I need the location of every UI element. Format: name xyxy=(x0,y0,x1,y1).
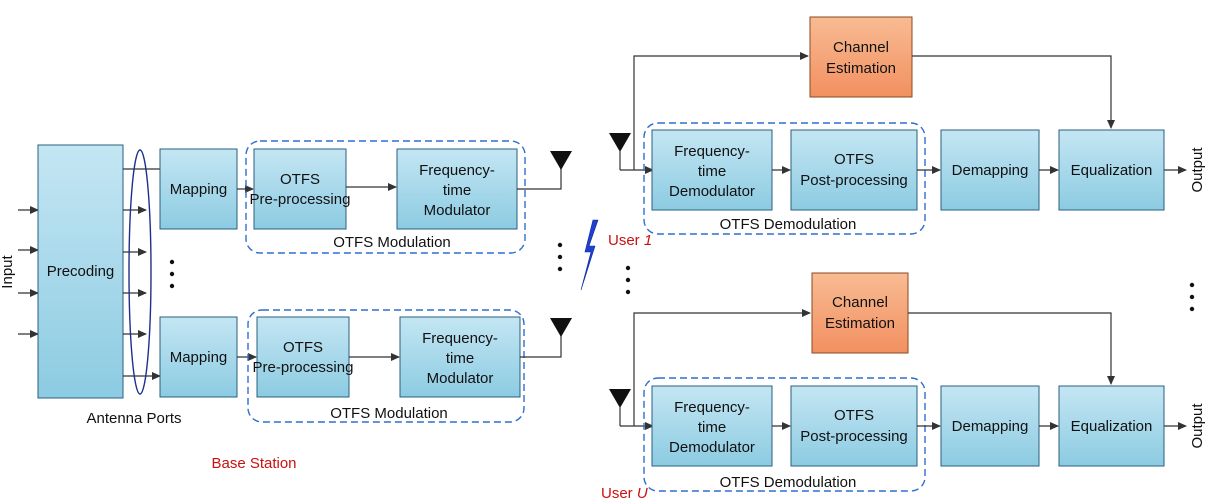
demapping-label: Demapping xyxy=(952,162,1029,179)
demodulator-line2: time xyxy=(698,419,726,436)
demodulator-line1: Frequency- xyxy=(674,143,750,160)
ft-modulator-block xyxy=(396,148,518,230)
equalization-label: Equalization xyxy=(1071,162,1153,179)
output-label: Output xyxy=(1189,147,1206,193)
user-1-receiver: Channel Estimation Frequency- time Demod… xyxy=(608,16,1206,249)
tx-antenna-icon xyxy=(550,151,572,170)
modulator-line1: Frequency- xyxy=(419,162,495,179)
channel-estimation-line1: Channel xyxy=(833,39,889,56)
tx-chain-n: Mapping OTFS Pre-processing Frequency- t… xyxy=(159,309,572,423)
postprocessing-line1: OTFS xyxy=(834,407,874,424)
precoding-block: Precoding xyxy=(37,144,124,399)
antenna-ports-ellipse xyxy=(128,149,152,395)
channel-estimation-block xyxy=(811,272,909,354)
otfs-postprocessing-block xyxy=(790,385,918,467)
mapping-block xyxy=(159,316,238,398)
preprocessing-line1: OTFS xyxy=(280,171,320,188)
tx-chain-1: Mapping OTFS Pre-processing Frequency- t… xyxy=(159,140,572,254)
otfs-demodulation-group xyxy=(643,122,926,235)
otfs-modulation-group xyxy=(245,140,526,254)
otfs-modulation-label: OTFS Modulation xyxy=(330,405,448,422)
precoding-output-arrows xyxy=(123,168,161,380)
channel-estimation-line2: Estimation xyxy=(825,315,895,332)
channel-estimation-line1: Channel xyxy=(832,294,888,311)
user-label: User U xyxy=(601,485,648,502)
otfs-modulation-label: OTFS Modulation xyxy=(333,234,451,251)
tx-antenna-icon xyxy=(550,318,572,337)
demodulator-line1: Frequency- xyxy=(674,399,750,416)
modulator-line3: Modulator xyxy=(427,370,494,387)
preprocessing-line2: Pre-processing xyxy=(253,359,354,376)
modulator-line3: Modulator xyxy=(424,202,491,219)
preprocessing-line2: Pre-processing xyxy=(250,191,351,208)
demapping-block xyxy=(940,129,1040,211)
rx-antenna-icon xyxy=(609,389,631,408)
postprocessing-line2: Post-processing xyxy=(800,428,908,445)
modulator-line2: time xyxy=(443,182,471,199)
rx-antenna-icon xyxy=(609,133,631,152)
demodulator-line3: Demodulator xyxy=(669,439,755,456)
otfs-demodulation-label: OTFS Demodulation xyxy=(720,474,857,491)
user-u-receiver: Channel Estimation Frequency- time Demod… xyxy=(601,272,1206,502)
chain-ellipsis xyxy=(169,259,175,289)
mapping-label: Mapping xyxy=(170,181,228,198)
antenna-ports-label: Antenna Ports xyxy=(86,410,181,427)
postprocessing-line1: OTFS xyxy=(834,151,874,168)
preprocessing-line1: OTFS xyxy=(283,339,323,356)
ft-demodulator-block xyxy=(651,385,773,467)
ft-demodulator-block xyxy=(651,129,773,211)
otfs-modulation-group xyxy=(247,309,525,423)
user-label: User 1 xyxy=(608,232,652,249)
modulator-line1: Frequency- xyxy=(422,330,498,347)
mapping-block xyxy=(159,148,238,230)
output-ellipsis xyxy=(1189,282,1195,312)
equalization-label: Equalization xyxy=(1071,418,1153,435)
antenna-ellipsis xyxy=(557,242,563,272)
demapping-label: Demapping xyxy=(952,418,1029,435)
otfs-preprocessing-block xyxy=(256,316,350,398)
otfs-postprocessing-block xyxy=(790,129,918,211)
otfs-demodulation-group xyxy=(643,377,926,492)
demodulator-line2: time xyxy=(698,163,726,180)
channel-estimation-block xyxy=(809,16,913,98)
equalization-block xyxy=(1058,385,1165,467)
modulator-line2: time xyxy=(446,350,474,367)
precoding-label: Precoding xyxy=(47,263,115,280)
base-station-caption: Base Station xyxy=(211,455,296,472)
demapping-block xyxy=(940,385,1040,467)
user-ellipsis xyxy=(625,265,631,295)
wireless-link-icon xyxy=(580,219,599,291)
otfs-preprocessing-block xyxy=(253,148,347,230)
channel-estimation-line2: Estimation xyxy=(826,60,896,77)
input-label: Input xyxy=(0,254,16,288)
postprocessing-line2: Post-processing xyxy=(800,172,908,189)
output-label: Output xyxy=(1189,403,1206,449)
otfs-demodulation-label: OTFS Demodulation xyxy=(720,216,857,233)
input-arrows xyxy=(18,206,39,338)
base-station: Input Precoding Antenna Ports xyxy=(0,140,572,472)
ft-modulator-block xyxy=(399,316,521,398)
demodulator-line3: Demodulator xyxy=(669,183,755,200)
mapping-label: Mapping xyxy=(170,349,228,366)
